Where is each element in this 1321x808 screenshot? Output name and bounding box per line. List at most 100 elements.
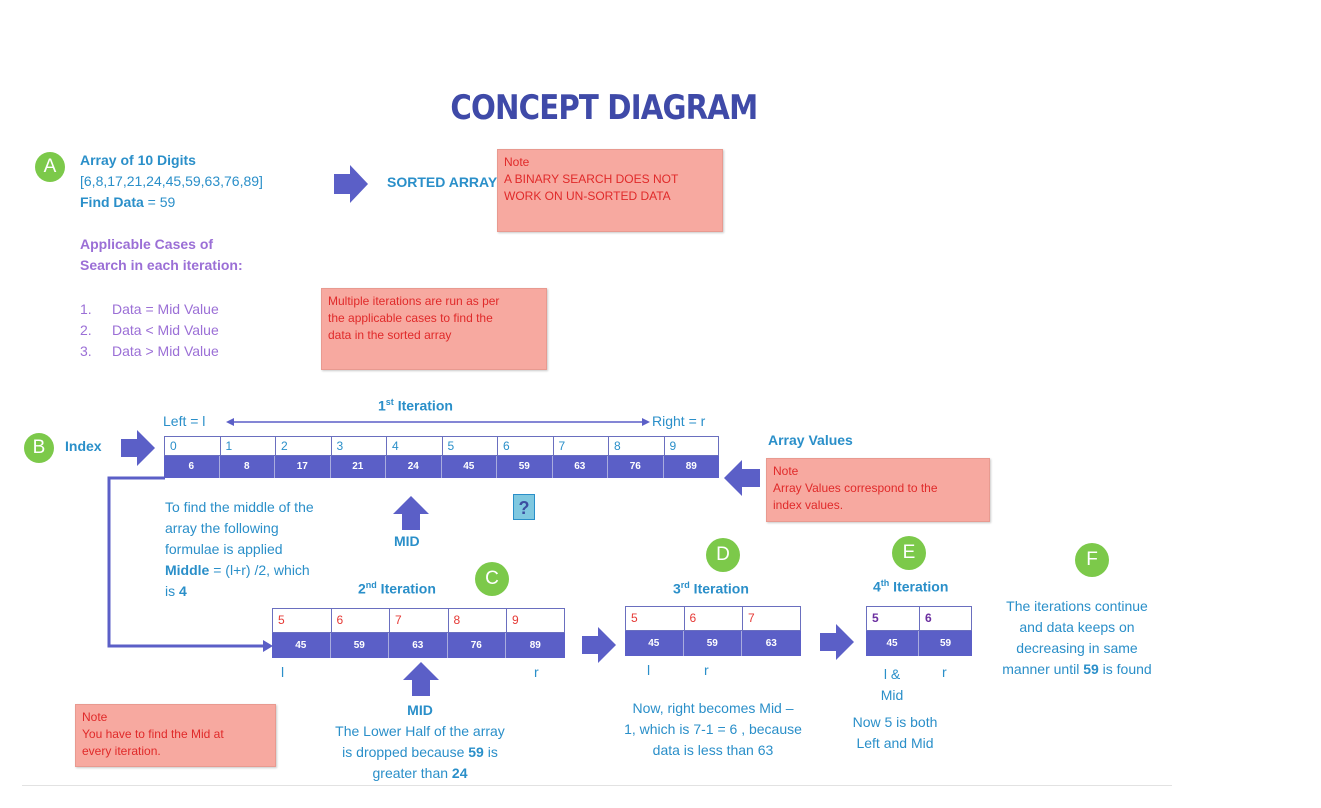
desc-line: Left and Mid	[856, 735, 934, 751]
note-line: You have to find the Mid at	[82, 727, 224, 741]
index-cell: 5	[441, 436, 497, 456]
index-cell: 4	[386, 436, 442, 456]
index-cell: 5	[272, 608, 331, 633]
iteration-suffix: Iteration	[689, 580, 749, 597]
index-cell: 9	[663, 436, 719, 456]
marker-a: A	[35, 152, 65, 182]
formula-text: To find the middle of the array the foll…	[165, 497, 314, 602]
index-cell: 8	[447, 608, 506, 633]
iteration-suffix: Iteration	[393, 397, 453, 414]
note-line: Array Values correspond to the	[773, 481, 938, 495]
case-text: Data > Mid Value	[112, 343, 219, 359]
arrow-right-icon	[121, 430, 155, 466]
arrow-right-icon	[582, 627, 616, 663]
index-cell: 7	[552, 436, 608, 456]
iteration1-title: 1st Iteration	[378, 397, 453, 414]
middle-formula: = (l+r) /2, which	[209, 562, 310, 578]
section-f-text: The iterations continue and data keeps o…	[982, 596, 1172, 680]
index-cell: 3	[330, 436, 386, 456]
marker-b: B	[24, 433, 54, 463]
f-line: decreasing in same	[1016, 640, 1138, 656]
iteration-suffix: Iteration	[889, 578, 949, 595]
double-arrow-icon	[226, 418, 650, 426]
iteration4-array: 5 6 45 59	[866, 606, 972, 656]
desc-line: greater than 24	[310, 763, 530, 784]
note-sorted: Note A BINARY SEARCH DOES NOT WORK ON UN…	[497, 149, 723, 232]
case-text: Data < Mid Value	[112, 322, 219, 338]
left-label: Left = l	[163, 413, 206, 429]
index-row: 0 1 2 3 4 5 6 7 8 9	[164, 436, 719, 456]
index-cell: 5	[866, 606, 919, 631]
case-num: 1.	[80, 301, 92, 317]
r-marker-3: r	[704, 662, 709, 678]
note-line: data in the sorted array	[328, 328, 452, 342]
formula-line: array the following	[165, 520, 279, 536]
find-data: Find Data = 59	[80, 192, 263, 213]
iteration-num: 1	[378, 397, 386, 414]
note-line: the applicable cases to find the	[328, 311, 493, 325]
desc-line: is dropped because 59 is	[310, 742, 530, 763]
l-marker-3: l	[647, 662, 651, 678]
iteration2-array: 5 6 7 8 9 45 59 63 76 89	[272, 608, 565, 658]
desc-text: is	[483, 744, 498, 760]
l-mid-line: Mid	[880, 687, 904, 703]
iteration4-desc: Now 5 is both Left and Mid	[830, 712, 960, 754]
value-cell: 89	[685, 461, 697, 472]
value-cell: 76	[448, 633, 506, 658]
value-cell: 21	[331, 456, 386, 478]
desc-line: data is less than 63	[652, 742, 774, 758]
index-label: Index	[65, 438, 102, 454]
cases-heading-line: Applicable Cases of	[80, 236, 214, 252]
note-array-values: Note Array Values correspond to the inde…	[766, 458, 990, 522]
arrow-up-icon	[403, 662, 439, 696]
mid-label-1: MID	[394, 533, 420, 549]
formula-line: To find the middle of the	[165, 499, 314, 515]
index-cell: 6	[497, 436, 553, 456]
case-num: 2.	[80, 322, 92, 338]
f-line: manner until 59 is found	[982, 659, 1172, 680]
r-marker-2: r	[534, 664, 539, 680]
index-row: 5 6 7	[625, 606, 801, 631]
index-cell: 7	[389, 608, 448, 633]
case-num: 3.	[80, 343, 92, 359]
mid-label-2: MID	[407, 702, 433, 718]
formula-line: is 4	[165, 581, 314, 602]
iteration-num: 2	[358, 580, 366, 597]
marker-e: E	[892, 536, 926, 570]
note-line: index values.	[773, 498, 844, 512]
marker-d: D	[706, 538, 740, 572]
question-icon: ?	[513, 494, 535, 520]
index-cell: 5	[625, 606, 684, 631]
value-row: 45 59 63	[625, 631, 801, 656]
value-cell: 59	[497, 456, 553, 478]
note-title: Note	[82, 710, 108, 724]
formula-line: formulae is applied	[165, 541, 283, 557]
f-line: The iterations continue	[1006, 598, 1148, 614]
section-a-text: Array of 10 Digits [6,8,17,21,24,45,59,6…	[80, 150, 263, 213]
value-cell: 63	[389, 633, 448, 658]
find-label: Find Data	[80, 194, 144, 210]
desc-line: Now, right becomes Mid –	[632, 700, 794, 716]
value-cell: 6	[164, 456, 220, 478]
note-line: A BINARY SEARCH DOES NOT	[504, 172, 679, 186]
middle-label: Middle	[165, 562, 210, 578]
iteration-num: 3	[673, 580, 681, 597]
index-cell: 6	[683, 606, 742, 631]
value-cell: 63	[553, 456, 608, 478]
note-title: Note	[773, 464, 799, 478]
value-cell: 63	[765, 638, 777, 649]
desc-line: 1, which is 7-1 = 6 , because	[624, 721, 802, 737]
value-cell: 45	[442, 456, 497, 478]
array-values-label: Array Values	[768, 432, 853, 448]
l-mid-marker-4: l & Mid	[868, 664, 916, 706]
desc-text: greater than	[372, 765, 452, 781]
iteration1-array: 0 1 2 3 4 5 6 7 8 9 6 8 17 21 24 45 59 6…	[164, 436, 719, 478]
index-cell: 6	[919, 606, 972, 631]
array-heading: Array of 10 Digits	[80, 152, 196, 168]
is-label: is	[165, 583, 179, 599]
f-text: manner until	[1002, 661, 1084, 677]
value-cell: 45	[866, 631, 919, 656]
note-line: Multiple iterations are run as per	[328, 294, 500, 308]
marker-f: F	[1075, 543, 1109, 577]
right-label: Right = r	[652, 413, 706, 429]
